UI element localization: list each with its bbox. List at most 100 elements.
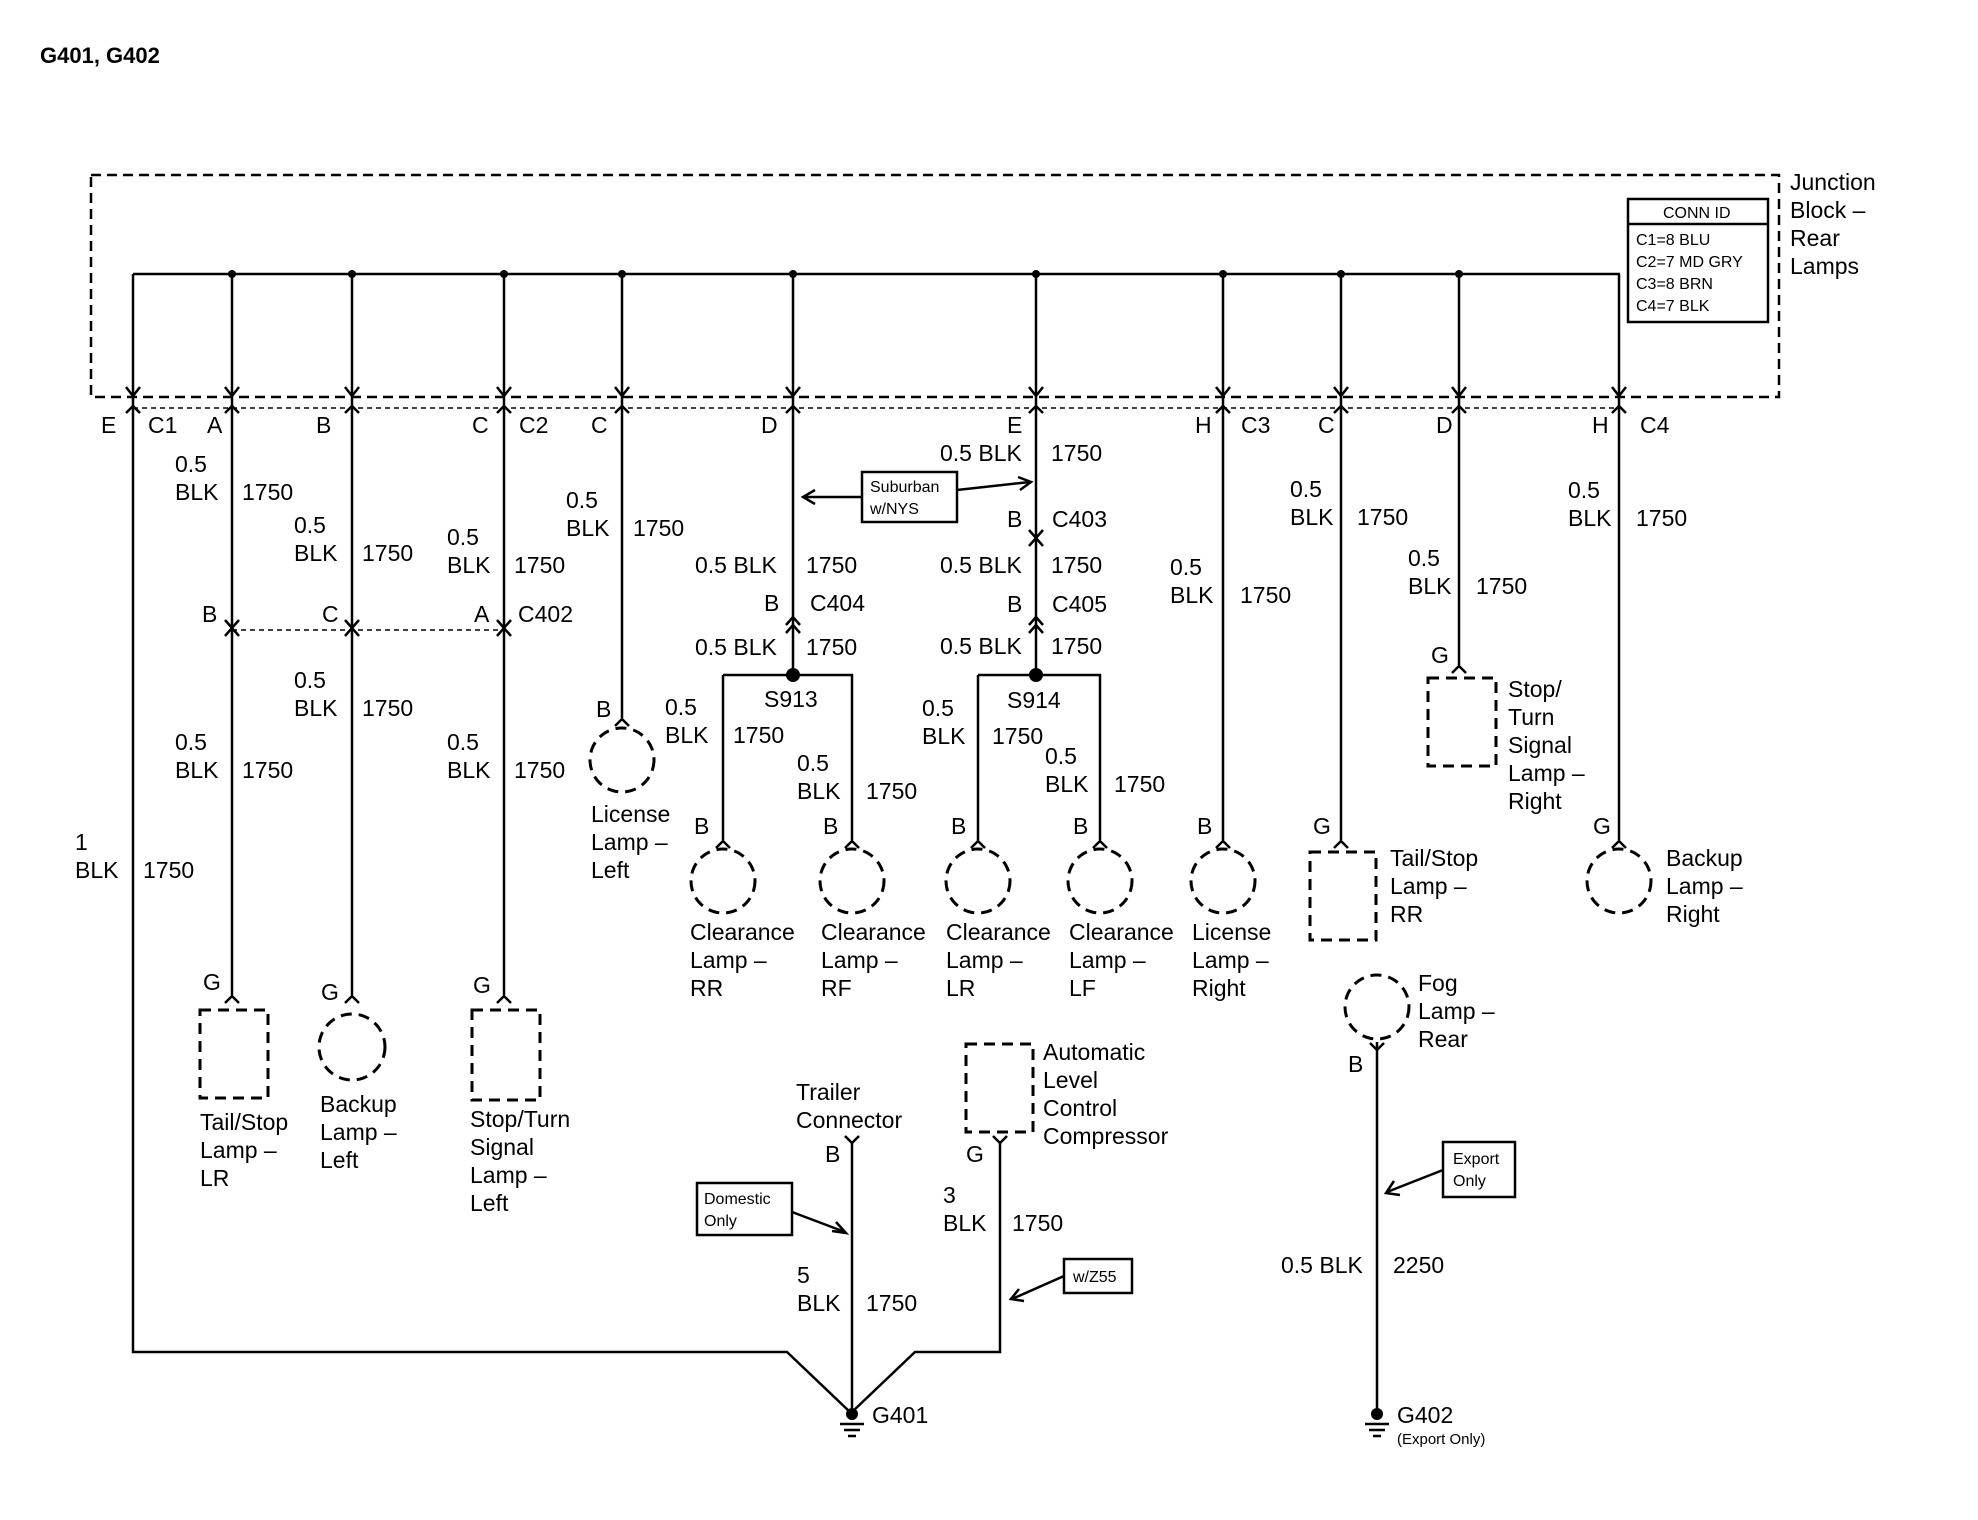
- component-label-1: Clearance: [1069, 919, 1174, 945]
- ground-dot: [1371, 1408, 1383, 1420]
- wire-color: BLK: [294, 540, 338, 566]
- component-label-1: License: [1192, 919, 1271, 945]
- receptacle: [785, 404, 801, 414]
- component-label-4: Compressor: [1043, 1123, 1169, 1149]
- splices: S913 S914: [764, 668, 1061, 713]
- pin-receptacle: [1092, 839, 1108, 849]
- connector-label-c1: C1: [148, 412, 177, 438]
- c402-pin-b: [224, 619, 240, 637]
- ground-dot: [846, 1408, 858, 1420]
- wire-s913-branches: [721, 673, 854, 840]
- ground-g401: G401: [840, 1402, 928, 1438]
- component-label-2: Turn: [1508, 704, 1554, 730]
- ground-g402: G402 (Export Only): [1365, 1402, 1485, 1448]
- pin-receptacle: [715, 839, 731, 849]
- component-label-1: Fog: [1418, 970, 1458, 996]
- pin-receptacle: [496, 994, 512, 1004]
- wire-gauge-color: 0.5 BLK: [940, 440, 1022, 466]
- pin-label: D: [1436, 412, 1453, 438]
- wire-circuit: 1750: [1114, 771, 1165, 797]
- wire-color: BLK: [1045, 771, 1089, 797]
- arrow-down: [1333, 386, 1349, 399]
- component-label-2: Lamp –: [1069, 947, 1146, 973]
- component-label-2: Lamp –: [200, 1137, 277, 1163]
- wire-color: BLK: [922, 723, 966, 749]
- pin-label: G: [1313, 813, 1331, 839]
- wire-labels: 0.5 BLK 1750 0.5 BLK 1750 0.5 BLK 1750 0…: [75, 440, 1687, 1316]
- diagram-title: G401, G402: [40, 43, 160, 68]
- wire-gauge: 0.5: [1045, 743, 1077, 769]
- pin-label: B: [694, 813, 709, 839]
- component-label-2: Lamp –: [591, 829, 668, 855]
- component-label-2: Lamp –: [1192, 947, 1269, 973]
- pin-label: B: [951, 813, 966, 839]
- lamp-symbol: [1585, 847, 1653, 915]
- receptacle: [1611, 404, 1627, 414]
- receptacle: [1451, 404, 1467, 414]
- pin-label: G: [203, 969, 221, 995]
- pin-receptacle: [844, 1135, 860, 1145]
- pin-receptacle: [1369, 1042, 1385, 1052]
- wire-circuit: 1750: [514, 757, 565, 783]
- wire-circuit: 1750: [866, 1290, 917, 1316]
- wire-gauge: 1: [75, 829, 88, 855]
- lamp-symbol: [689, 847, 757, 915]
- conn-id-title: CONN ID: [1663, 205, 1731, 222]
- pin-label: B: [1007, 591, 1022, 617]
- bus-dot: [1032, 270, 1040, 278]
- component-label-2: Level: [1043, 1067, 1098, 1093]
- component-label-3: Right: [1192, 975, 1246, 1001]
- splice-s914-label: S914: [1007, 687, 1061, 713]
- pin-label: B: [764, 590, 779, 616]
- wire-color: BLK: [294, 695, 338, 721]
- lamp-symbol: [1308, 850, 1378, 942]
- conn-id-c3: C3=8 BRN: [1636, 276, 1713, 293]
- backup-lamp-left: G Backup Lamp – Left: [317, 979, 397, 1173]
- wire-c1-e-ground: [131, 274, 851, 1413]
- pin-label: D: [761, 412, 778, 438]
- component-label-2: Lamp –: [320, 1119, 397, 1145]
- wire-circuit: 2250: [1393, 1252, 1444, 1278]
- clearance-lamp-rf: B Clearance Lamp – RF: [818, 813, 926, 1001]
- junction-block-name-3: Rear: [1790, 225, 1840, 251]
- trailer-connector: Trailer Connector B: [796, 1079, 902, 1167]
- junction-block-name-4: Lamps: [1790, 253, 1859, 279]
- components: G Tail/Stop Lamp – LR G Backup Lamp – Le…: [198, 642, 1743, 1216]
- bus-dot: [500, 270, 508, 278]
- pin-label: C: [322, 601, 339, 627]
- junction-block-name-1: Junction: [1790, 169, 1876, 195]
- bus-dot: [1219, 270, 1227, 278]
- wire-gauge: 0.5: [1568, 477, 1600, 503]
- wire-circuit: 1750: [866, 778, 917, 804]
- component-label-3: Signal: [1508, 732, 1572, 758]
- clearance-lamp-rr: B Clearance Lamp – RR: [689, 813, 795, 1001]
- wire-color: BLK: [797, 1290, 841, 1316]
- wire-color: BLK: [447, 552, 491, 578]
- pin-label: B: [1007, 506, 1022, 532]
- note-export-box: [1441, 1140, 1517, 1199]
- lamp-symbol: [317, 1012, 387, 1082]
- note-suburban-arrow-left: [800, 488, 862, 506]
- component-label-2: Signal: [470, 1134, 534, 1160]
- pin-label: B: [316, 412, 331, 438]
- arrow-down: [1451, 386, 1467, 399]
- grounds: G401 G402 (Export Only): [840, 1402, 1485, 1448]
- receptacle: [1028, 404, 1044, 414]
- ground-label-g401: G401: [872, 1402, 928, 1428]
- note-suburban-line2: w/NYS: [869, 501, 919, 518]
- connector-label-c404: C404: [810, 590, 865, 616]
- conn-id-box: [1626, 197, 1770, 324]
- pin-label: B: [202, 601, 217, 627]
- connector-label-c4: C4: [1640, 412, 1670, 438]
- wire-gauge: 0.5: [665, 694, 697, 720]
- wire-gauge: 5: [797, 1262, 810, 1288]
- pin-receptacle: [844, 839, 860, 849]
- bus-dot: [618, 270, 626, 278]
- wire-alc-ground: [851, 1142, 1002, 1413]
- component-label-2: Lamp –: [946, 947, 1023, 973]
- pin-label: C: [1318, 412, 1335, 438]
- connector-arrows: [125, 386, 1627, 637]
- receptacle: [1215, 404, 1231, 414]
- note-domestic-box: [695, 1181, 794, 1237]
- wire-gauge-color: 0.5 BLK: [1281, 1252, 1363, 1278]
